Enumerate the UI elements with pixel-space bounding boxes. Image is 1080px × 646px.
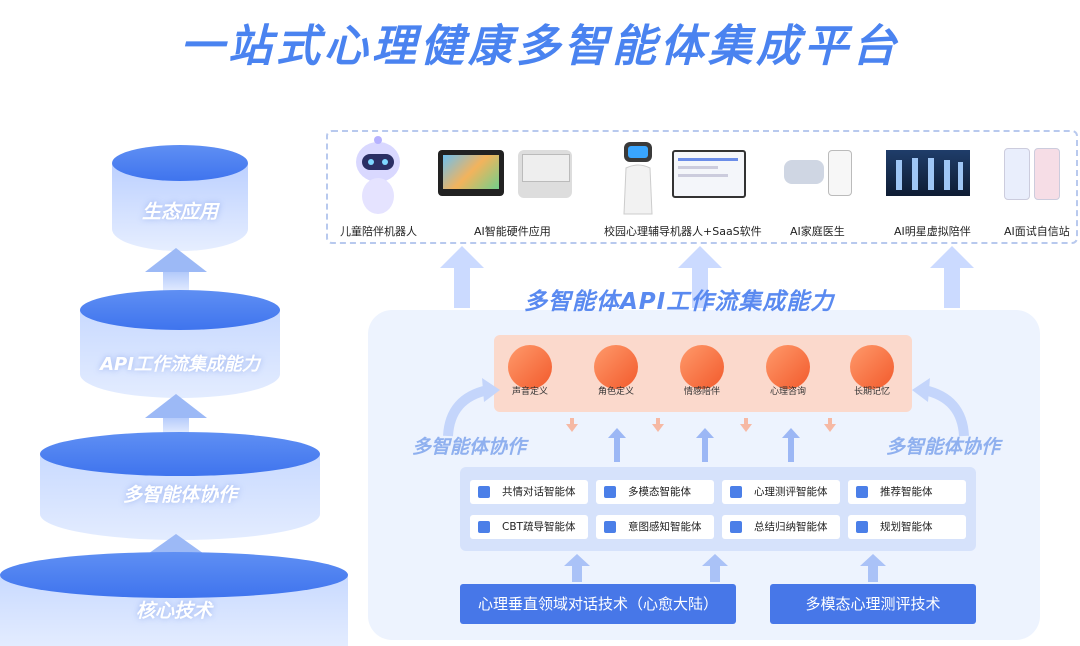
agent-icon — [478, 486, 490, 498]
agent-assessment: 心理测评智能体 — [722, 480, 840, 504]
counseling-icon — [766, 345, 810, 389]
agent-icon — [730, 486, 742, 498]
agent-intent: 意图感知智能体 — [596, 515, 714, 539]
phone-image — [828, 150, 852, 196]
api-section-title: 多智能体API工作流集成能力 — [524, 289, 835, 315]
memory-icon — [850, 345, 894, 389]
capability-label: 情感陪伴 — [683, 387, 720, 397]
agent-recommend: 推荐智能体 — [848, 480, 966, 504]
tier-collab: 多智能体协作 — [40, 432, 320, 542]
agent-icon — [856, 521, 868, 533]
tier-label: API工作流集成能力 — [100, 354, 260, 375]
app-label: 校园心理辅导机器人+SaaS软件 — [604, 225, 762, 238]
tier-label: 生态应用 — [141, 201, 218, 223]
tech-assessment: 多模态心理测评技术 — [770, 584, 976, 624]
agent-cbt: CBT疏导智能体 — [470, 515, 588, 539]
app-label: 儿童陪伴机器人 — [340, 225, 417, 238]
interview-phone-image — [1004, 148, 1030, 200]
app-label: AI面试自信站 — [1004, 225, 1070, 238]
tier-label: 核心技术 — [135, 600, 212, 622]
app-label: AI智能硬件应用 — [474, 225, 551, 238]
agent-empathy: 共情对话智能体 — [470, 480, 588, 504]
capability-label: 长期记忆 — [853, 387, 890, 397]
app-label: AI家庭医生 — [790, 225, 845, 238]
agent-summary: 总结归纳智能体 — [722, 515, 840, 539]
virtual-stars-image — [886, 150, 970, 196]
companion-icon — [680, 345, 724, 389]
role-icon — [594, 345, 638, 389]
interview-phone-image — [1034, 148, 1060, 200]
tier-core: 核心技术 — [0, 552, 348, 646]
saas-laptop-image — [672, 150, 746, 198]
agent-icon — [604, 521, 616, 533]
ecosystem-apps: 儿童陪伴机器人 AI智能硬件应用 校园心理辅导机器人+SaaS软件 AI家庭医生… — [326, 130, 1078, 244]
tier-label: 多智能体协作 — [122, 484, 237, 506]
school-robot-image — [618, 138, 658, 218]
agent-multimodal: 多模态智能体 — [596, 480, 714, 504]
app-label: AI明星虚拟陪伴 — [894, 225, 971, 238]
voice-icon — [508, 345, 552, 389]
capability-label: 角色定义 — [597, 387, 634, 397]
child-robot-image — [350, 134, 406, 218]
agent-icon — [604, 486, 616, 498]
tier-api: API工作流集成能力 — [80, 290, 280, 400]
capability-label: 声音定义 — [511, 387, 548, 397]
agent-planning: 规划智能体 — [848, 515, 966, 539]
agent-icon — [730, 521, 742, 533]
agent-icon — [478, 521, 490, 533]
watch-image — [784, 160, 824, 184]
collab-label-right: 多智能体协作 — [886, 436, 1001, 458]
agent-icon — [856, 486, 868, 498]
tablet-device-image — [438, 150, 504, 196]
tech-dialogue: 心理垂直领域对话技术（心愈大陆） — [460, 584, 736, 624]
page-title: 一站式心理健康多智能体集成平台 — [180, 21, 900, 72]
tier-ecosystem: 生态应用 — [112, 145, 248, 255]
smart-display-image — [518, 150, 572, 198]
collab-label-left: 多智能体协作 — [412, 436, 527, 458]
capability-label: 心理咨询 — [769, 387, 806, 397]
